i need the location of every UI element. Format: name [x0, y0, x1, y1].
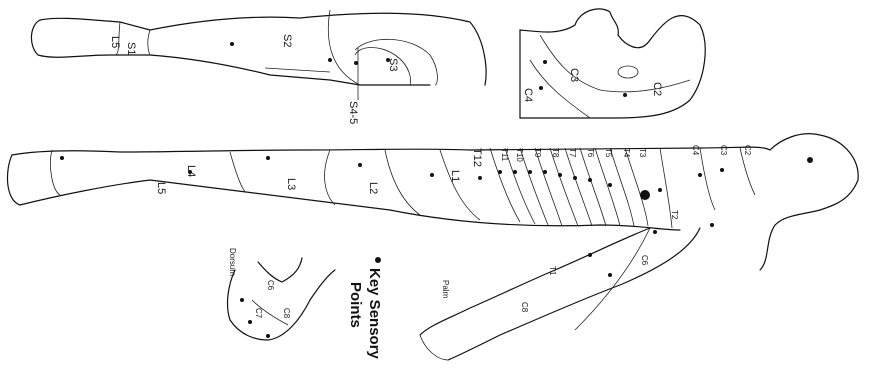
label-l1: L1: [449, 170, 461, 182]
label-c2-head: C2: [651, 82, 663, 96]
legend-text-line1: Key Sensory: [366, 268, 383, 360]
label-t4: T4: [622, 148, 631, 158]
label-c2: C2: [743, 145, 752, 156]
label-s4-5: S4-5: [347, 101, 359, 124]
legend-dot: [375, 257, 381, 263]
label-s1: S1: [125, 42, 137, 55]
label-t2: T2: [670, 210, 679, 220]
label-s3: S3: [387, 58, 399, 71]
label-t10: T10: [515, 148, 524, 162]
label-c8-hand: C8: [282, 308, 291, 319]
label-c3: C3: [719, 145, 728, 156]
body-figure: [7, 134, 858, 270]
label-l2: L2: [367, 182, 379, 194]
label-s2: S2: [281, 34, 293, 47]
label-t12: T12: [471, 148, 483, 167]
label-t1: T1: [548, 266, 557, 276]
label-palm: Palm: [441, 280, 450, 299]
label-c4: C4: [691, 145, 700, 156]
label-t9: T9: [533, 148, 542, 158]
label-dorsum: Dorsum: [228, 248, 237, 276]
label-c8-arm: C8: [520, 302, 529, 313]
label-l3: L3: [285, 178, 297, 190]
label-t3: T3: [638, 148, 647, 158]
label-t11: T11: [500, 148, 509, 162]
label-l4: L4: [185, 165, 197, 177]
label-t5: T5: [604, 148, 613, 158]
label-c6-hand: C6: [266, 280, 275, 291]
label-c4-head: C4: [522, 88, 534, 102]
hand-figure: [228, 258, 335, 340]
label-c7-hand: C7: [254, 308, 263, 319]
label-l5-top: L5: [109, 36, 121, 48]
arm-figure: [420, 223, 714, 360]
posterior-leg-figure: [31, 10, 486, 100]
label-t8: T8: [551, 148, 560, 158]
label-c6-arm: C6: [640, 255, 649, 266]
label-c3-head: C3: [568, 68, 580, 82]
legend-text-line2: Points: [347, 282, 364, 328]
label-t6: T6: [586, 148, 595, 158]
label-l5: L5: [155, 182, 167, 194]
label-t7: T7: [568, 148, 577, 158]
head-figure: [520, 9, 705, 118]
